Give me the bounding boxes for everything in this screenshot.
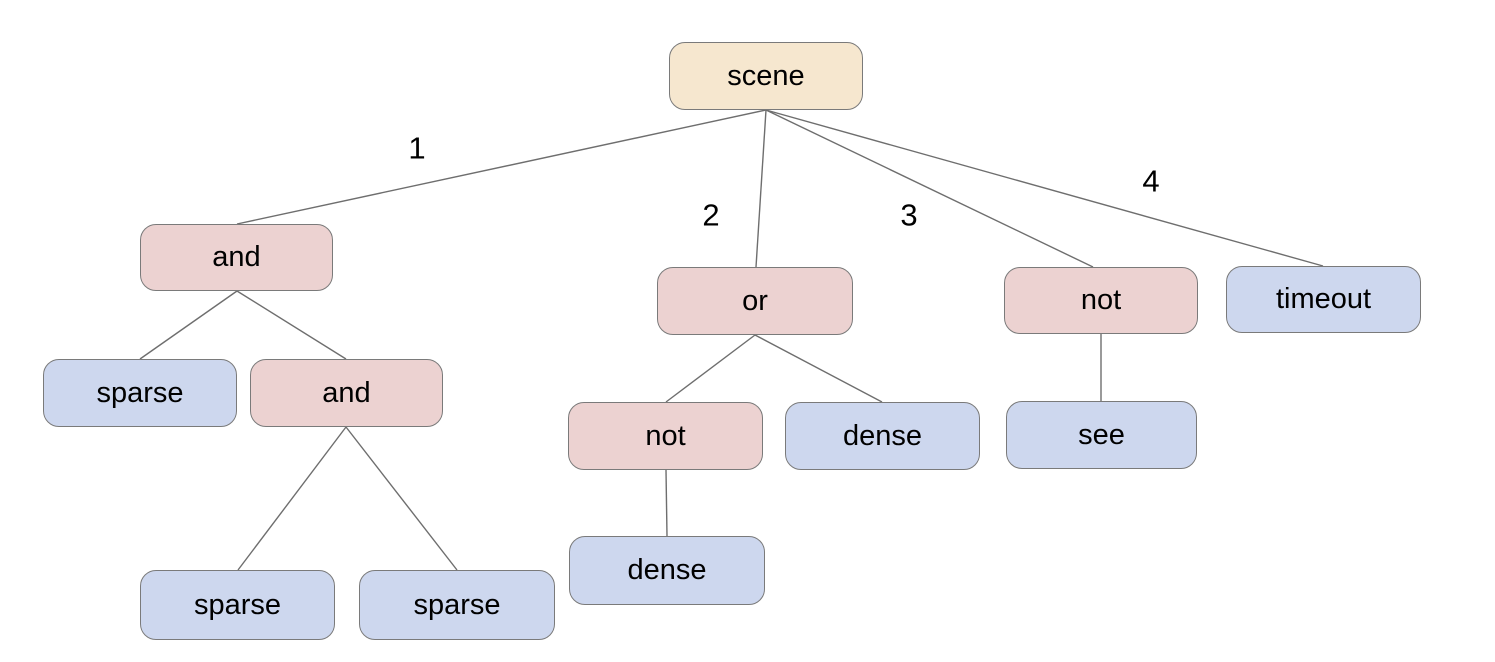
edge-label-2: 2: [702, 197, 720, 233]
edge-label-3: 3: [900, 197, 918, 233]
edge-and-sparse: [139, 290, 238, 360]
edge-not-dense: [665, 469, 668, 537]
edge-and-and: [236, 290, 347, 360]
node-sparse-bottom-2: sparse: [359, 570, 555, 640]
node-timeout: timeout: [1226, 266, 1421, 333]
node-sparse-left: sparse: [43, 359, 237, 427]
node-and-inner: and: [250, 359, 443, 427]
node-sparse-bottom-1: sparse: [140, 570, 335, 640]
node-and-outer: and: [140, 224, 333, 291]
node-dense-right: dense: [785, 402, 980, 470]
node-or: or: [657, 267, 853, 335]
edge-and2-sparse2: [345, 426, 458, 571]
node-see: see: [1006, 401, 1197, 469]
edge-scene-not: [765, 109, 1094, 268]
node-not-under-or: not: [568, 402, 763, 470]
edge-label-4: 4: [1142, 163, 1160, 199]
edge-scene-timeout: [765, 109, 1324, 267]
edge-scene-or: [755, 109, 767, 268]
node-scene: scene: [669, 42, 863, 110]
edge-or-dense: [754, 334, 883, 403]
edge-label-1: 1: [408, 130, 426, 166]
node-dense-bottom: dense: [569, 536, 765, 605]
node-not-right: not: [1004, 267, 1198, 334]
edge-scene-and: [236, 109, 767, 225]
edge-and2-sparse: [237, 426, 347, 571]
edge-or-not: [665, 334, 756, 403]
